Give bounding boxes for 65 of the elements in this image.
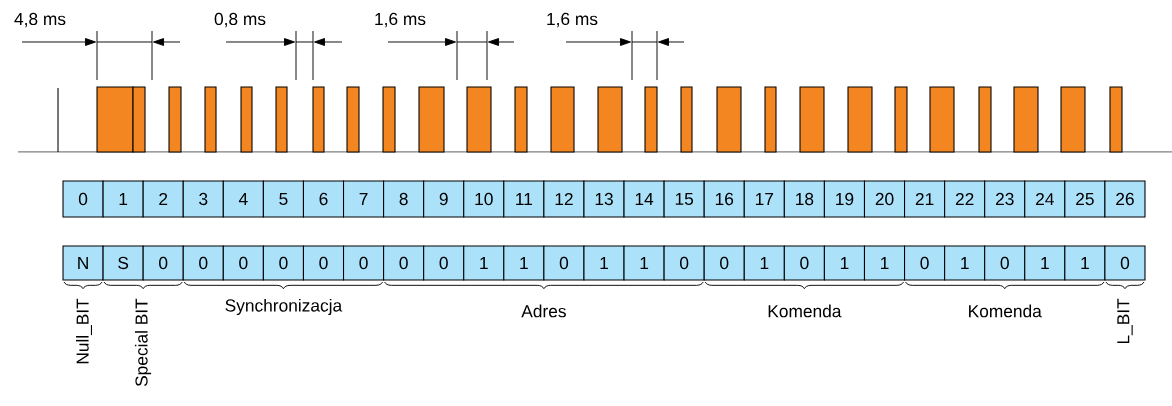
- group-label: L_BIT: [1117, 298, 1133, 344]
- bit-index-cell: 23: [984, 180, 1026, 218]
- bit-index-cell: 21: [904, 180, 946, 218]
- bit-value-cell: 1: [623, 245, 665, 281]
- bit-index-cell: 24: [1024, 180, 1066, 218]
- bit-value-cell: 0: [222, 245, 264, 281]
- bit-value-cell: 0: [262, 245, 304, 281]
- bit-index-cell: 2: [142, 180, 184, 218]
- bit-index-cell: 20: [863, 180, 906, 218]
- bit-index-cell: 16: [703, 180, 745, 218]
- dimension-label: 4,8 ms: [14, 12, 66, 28]
- bit-value-cell: 0: [302, 245, 345, 281]
- bit-index-cell: 15: [663, 180, 705, 218]
- bit-index-cell: 3: [182, 180, 224, 218]
- bit-value-cell: 0: [142, 245, 184, 281]
- bit-value-cell: 1: [463, 245, 505, 281]
- bit-index-cell: 11: [503, 180, 545, 218]
- bit-value-cell: 1: [1024, 245, 1066, 281]
- bit-value-cell: 1: [583, 245, 625, 281]
- bit-index-cell: 25: [1064, 180, 1106, 218]
- dimension-label: 1,6 ms: [375, 12, 426, 28]
- bit-value-cell: 1: [863, 245, 906, 281]
- bit-index-cell: 26: [1104, 180, 1146, 218]
- group-label: Special BIT: [134, 298, 152, 387]
- group-label: Komenda: [768, 304, 842, 318]
- group-label: Adres: [521, 304, 566, 318]
- bit-value-cell: 0: [703, 245, 745, 281]
- bit-value-cell: 0: [543, 245, 585, 281]
- bit-value-cell: 1: [503, 245, 545, 281]
- dimension-label: 0,8 ms: [214, 12, 266, 28]
- dimension-label: 1,6 ms: [547, 12, 598, 28]
- bit-value-cell: 0: [904, 245, 946, 281]
- bit-value-cell: N: [62, 245, 104, 281]
- bit-value-cell: 0: [383, 245, 425, 281]
- bit-value-cell: 1: [823, 245, 865, 281]
- bit-value-cell: 1: [743, 245, 785, 281]
- bit-index-cell: 9: [423, 180, 465, 218]
- bit-index-cell: 4: [222, 180, 264, 218]
- bit-value-cell: 0: [1104, 245, 1146, 281]
- bit-index-cell: 13: [583, 180, 625, 218]
- bit-index-cell: 8: [383, 180, 425, 218]
- bit-index-cell: 1: [102, 180, 144, 218]
- bit-value-cell: 0: [783, 245, 825, 281]
- bit-index-cell: 7: [343, 180, 385, 218]
- bit-value-cell: 0: [984, 245, 1026, 281]
- group-label: Null_BIT: [76, 298, 92, 364]
- bit-value-cell: 0: [423, 245, 465, 281]
- bit-value-cell: S: [102, 245, 144, 281]
- bit-index-cell: 10: [463, 180, 505, 218]
- bit-index-cell: 17: [743, 180, 785, 218]
- bit-index-cell: 14: [623, 180, 665, 218]
- bit-index-cell: 18: [783, 180, 825, 218]
- bit-value-cell: 1: [1064, 245, 1106, 281]
- bit-index-cell: 12: [543, 180, 585, 218]
- bit-value-cell: 0: [663, 245, 705, 281]
- bit-value-cell: 0: [343, 245, 385, 281]
- bit-value-cell: 1: [944, 245, 986, 281]
- group-label: Komenda: [969, 304, 1042, 318]
- bit-index-cell: 22: [944, 180, 986, 218]
- group-label: Synchronizacja: [225, 298, 343, 316]
- bit-index-cell: 6: [302, 180, 345, 218]
- bit-index-cell: 0: [62, 180, 104, 218]
- bit-index-cell: 19: [823, 180, 865, 218]
- bit-index-cell: 5: [262, 180, 304, 218]
- bit-value-cell: 0: [182, 245, 224, 281]
